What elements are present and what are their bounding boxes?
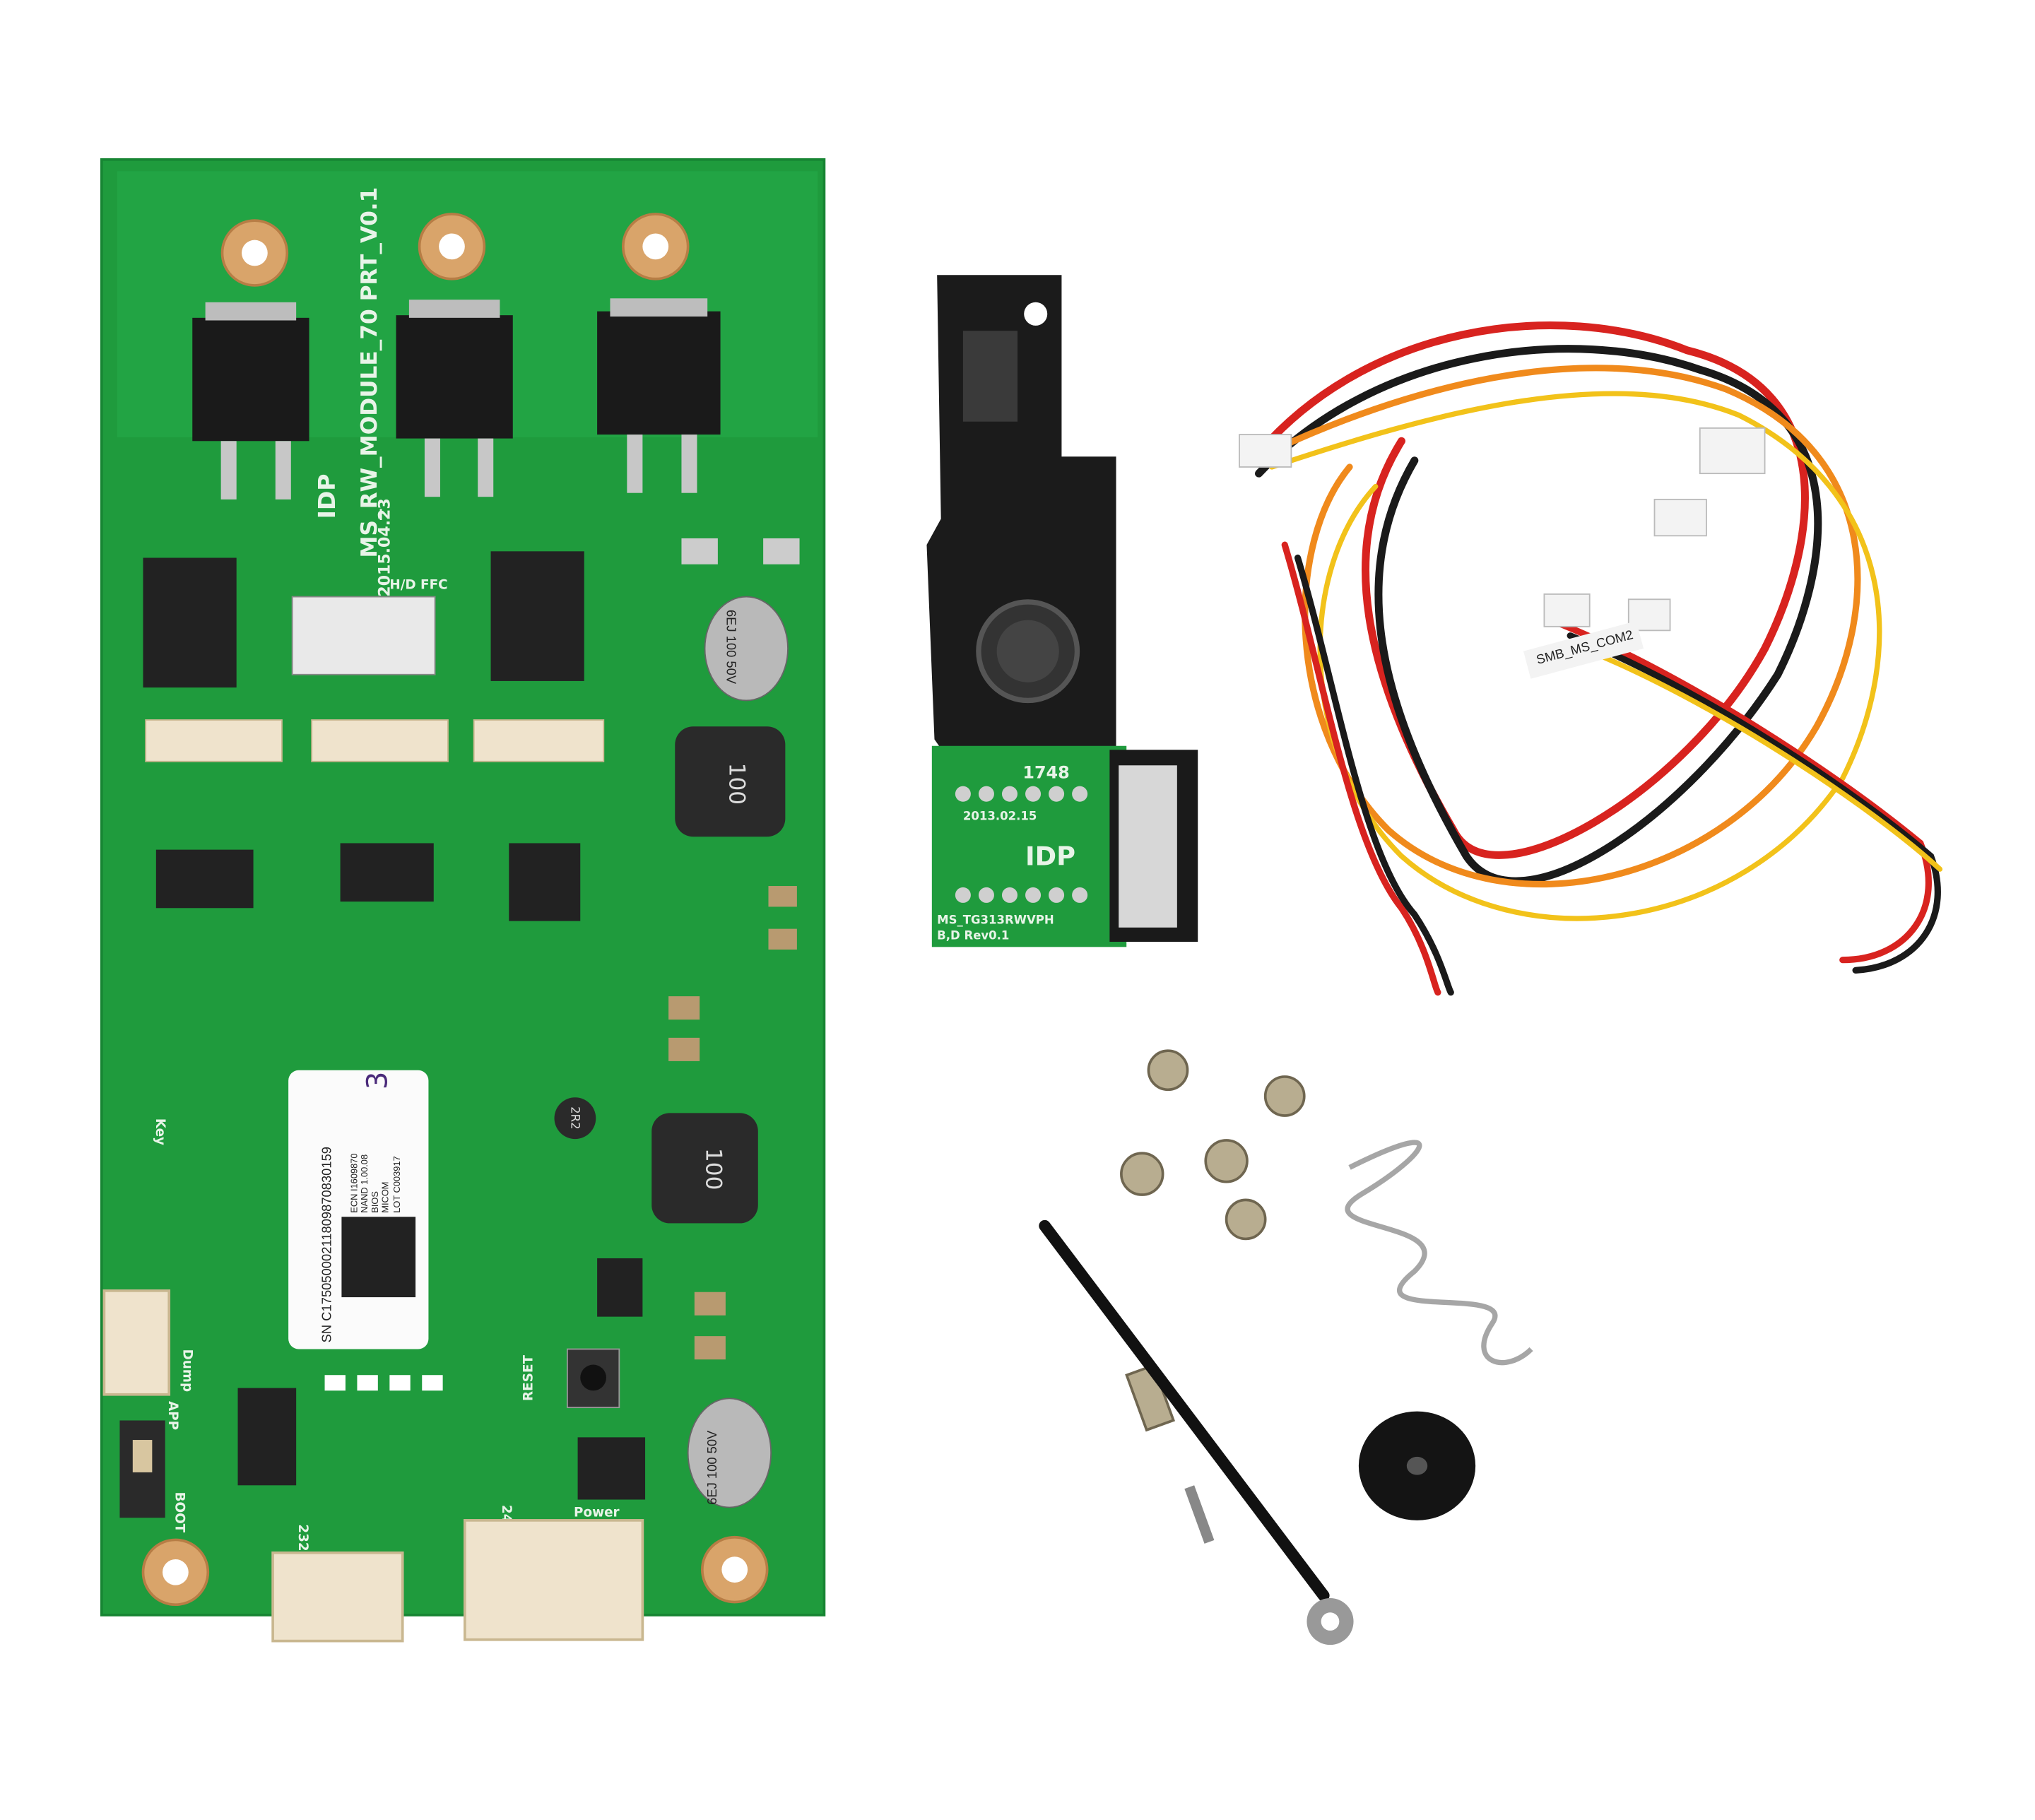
sticker-micom: MICOM xyxy=(380,1181,391,1212)
sub-date: 2013.02.15 xyxy=(963,809,1037,822)
power-jack xyxy=(577,1437,646,1500)
capacitor-bottom-text: 6EJ 100 50V xyxy=(704,1430,719,1505)
port-label: 232 xyxy=(295,1524,310,1551)
smd-components xyxy=(668,538,800,1360)
sub-model: MS_TG313RWVPH xyxy=(937,913,1054,926)
inductor-small-label: 2R2 xyxy=(568,1106,582,1130)
plastic-bracket xyxy=(926,275,1116,791)
sub-number: 1748 xyxy=(1022,763,1069,783)
board-date: 2015.04.23 xyxy=(376,498,394,596)
reset-label: RESET xyxy=(521,1355,536,1401)
mosfet xyxy=(192,298,721,500)
inductor-top-label: 100 xyxy=(724,763,749,805)
board-connector xyxy=(102,1289,644,1643)
rod xyxy=(1039,1219,1330,1602)
label-sticker: SN C17505000211809870830159 ECN I1609870… xyxy=(288,1070,429,1349)
spring xyxy=(1345,1140,1533,1366)
sub-logo: IDP xyxy=(1025,841,1075,872)
power-label: Power xyxy=(574,1505,620,1520)
cable-connector xyxy=(1239,427,1766,632)
board-logo: IDP xyxy=(313,474,341,519)
electrolytic-capacitor xyxy=(687,596,789,1508)
sub-pcb: 1748 2013.02.15 IDP MS_TG313RWVPH B,D Re… xyxy=(931,745,1198,947)
board-title: MS_RW_MODULE_70 PRT_V0.1 xyxy=(357,187,382,558)
sub-rev: B,D Rev0.1 xyxy=(937,928,1009,942)
pin xyxy=(1184,1485,1215,1544)
sticker-nand: NAND 1.00.08 xyxy=(359,1154,370,1213)
ic-chip xyxy=(143,551,643,1486)
main-pcb: MS_RW_MODULE_70 PRT_V0.1 2015.04.23 IDP … xyxy=(100,158,826,1643)
capacitor-top-text: 6EJ 100 50V xyxy=(724,610,739,685)
sticker-lot: LOT C003917 xyxy=(391,1156,402,1212)
boot-label: BOOT xyxy=(172,1491,187,1532)
key-label: Key xyxy=(153,1118,167,1145)
ffc-connector xyxy=(291,596,436,675)
sticker-bios: BIOS xyxy=(370,1191,380,1213)
screws xyxy=(1120,1049,1306,1432)
app-label: APP xyxy=(165,1401,180,1430)
sticker-handwritten: 3 xyxy=(361,1072,394,1090)
inductor-bottom-label: 100 xyxy=(700,1148,726,1190)
ffc-label: H/D FFC xyxy=(389,578,447,593)
power-inductor xyxy=(554,726,786,1224)
wire-harness xyxy=(1248,321,1943,996)
dump-label: Dump xyxy=(179,1349,194,1393)
sticker-ecn: ECN I1609870 xyxy=(348,1153,359,1212)
header-connector xyxy=(145,719,605,762)
sticker-sn: SN C17505000211809870830159 xyxy=(319,1147,334,1342)
